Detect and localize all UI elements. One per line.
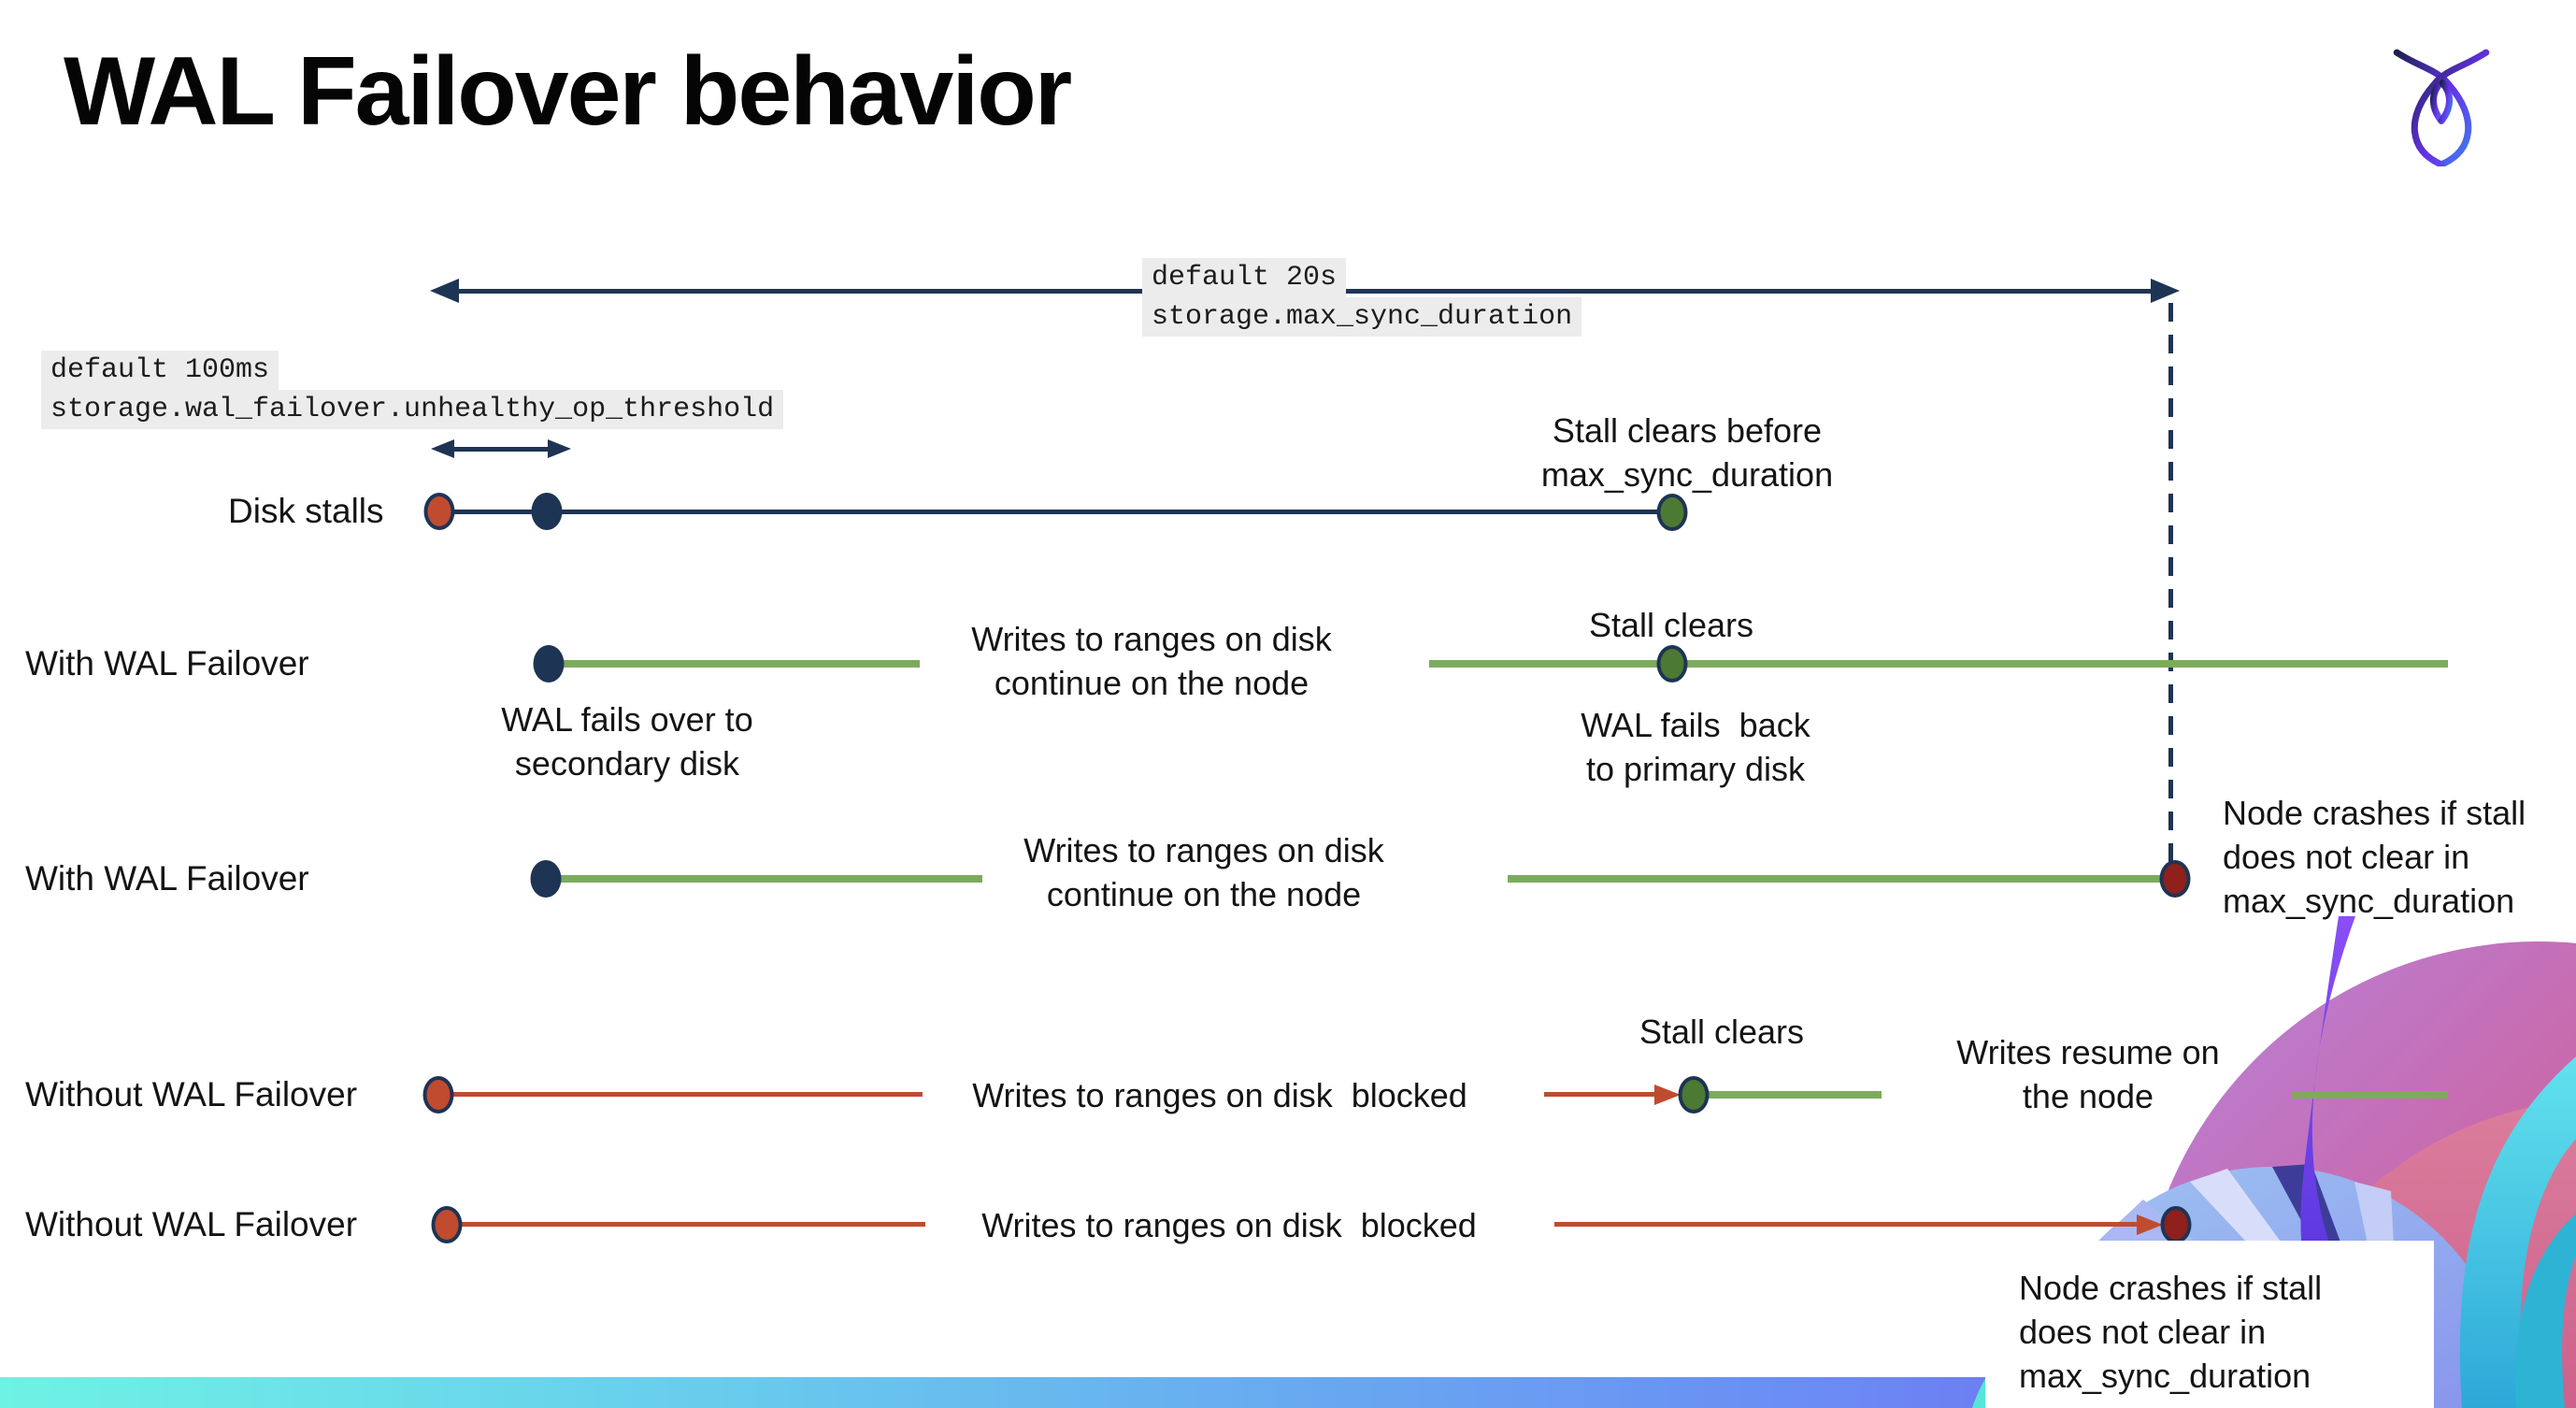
note-writes-blocked-1: Writes to ranges on disk blocked <box>972 1076 1467 1114</box>
max-sync-arrow-right-head-icon <box>2151 279 2180 303</box>
failover-dot-2 <box>530 860 562 898</box>
node-crash-dot-1 <box>2159 860 2191 898</box>
red-line-2b <box>1554 1222 2139 1227</box>
max-sync-setting-name: storage.max_sync_duration <box>1142 297 1582 337</box>
disk-stall-start-dot <box>423 493 455 530</box>
red-arrow-head-1-icon <box>1654 1085 1681 1105</box>
stall-clear-dot-2 <box>1678 1076 1710 1113</box>
stall-start-dot-1 <box>422 1076 454 1113</box>
threshold-arrow-line <box>452 447 548 452</box>
row-label-disk-stalls: Disk stalls <box>228 492 384 530</box>
note-writes-blocked-2: Writes to ranges on disk blocked <box>981 1206 1477 1244</box>
green-line-3b <box>2292 1091 2448 1099</box>
green-line-1a <box>549 660 920 668</box>
green-line-2b <box>1508 875 2175 883</box>
note-wal-fails-back: WAL fails back to primary disk <box>1581 706 1810 788</box>
row-label-with-wal-failover-2: With WAL Failover <box>25 859 309 898</box>
note-stall-clears-2: Stall clears <box>1639 1013 1805 1051</box>
note-node-crashes-dashed: Node crashes if stall does not clear in … <box>2223 794 2526 920</box>
green-line-1b <box>1429 660 2448 668</box>
max-sync-default-label: default 20s <box>1142 258 1347 297</box>
note-node-crashes-box: Node crashes if stall does not clear in … <box>2019 1269 2323 1395</box>
red-line-1a <box>438 1092 923 1097</box>
red-line-1b <box>1544 1092 1656 1097</box>
row-label-without-wal-failover-2: Without WAL Failover <box>25 1205 358 1243</box>
max-sync-dashed-line <box>2168 303 2173 862</box>
threshold-arrow-right-head-icon <box>548 439 571 458</box>
disk-stall-clear-dot <box>1656 494 1688 531</box>
node-crash-callout-box: Node crashes if stall does not clear in … <box>1985 1241 2434 1408</box>
cockroach-logo-icon <box>2393 49 2490 166</box>
failover-dot-1 <box>533 645 565 682</box>
red-line-2a <box>447 1222 925 1227</box>
note-writes-continue-1: Writes to ranges on disk continue on the… <box>971 620 1332 702</box>
note-writes-resume: Writes resume on the node <box>1956 1033 2220 1115</box>
row-label-with-wal-failover-1: With WAL Failover <box>25 644 309 682</box>
max-sync-arrow-left-head-icon <box>430 279 459 303</box>
stall-clear-dot-1 <box>1656 645 1688 682</box>
stall-start-dot-2 <box>431 1206 463 1243</box>
note-stall-clears-1: Stall clears <box>1588 606 1754 644</box>
unhealthy-op-default-label: default 100ms <box>41 351 279 390</box>
note-writes-continue-2: Writes to ranges on disk continue on the… <box>1023 831 1384 913</box>
page-title: WAL Failover behavior <box>64 37 1072 146</box>
red-arrow-head-2-icon <box>2137 1214 2163 1235</box>
disk-stall-timeline <box>439 510 1672 514</box>
unhealthy-op-setting-name: storage.wal_failover.unhealthy_op_thresh… <box>41 390 784 429</box>
green-line-2a <box>546 875 982 883</box>
row-label-without-wal-failover-1: Without WAL Failover <box>25 1075 358 1113</box>
note-stall-clears-before: Stall clears before max_sync_duration <box>1540 411 1834 494</box>
disk-stall-threshold-dot <box>531 493 563 530</box>
threshold-arrow-left-head-icon <box>431 439 454 458</box>
node-crash-dot-2 <box>2160 1206 2192 1243</box>
note-wal-fails-over: WAL fails over to secondary disk <box>501 700 753 783</box>
green-line-3a <box>1694 1091 1882 1099</box>
